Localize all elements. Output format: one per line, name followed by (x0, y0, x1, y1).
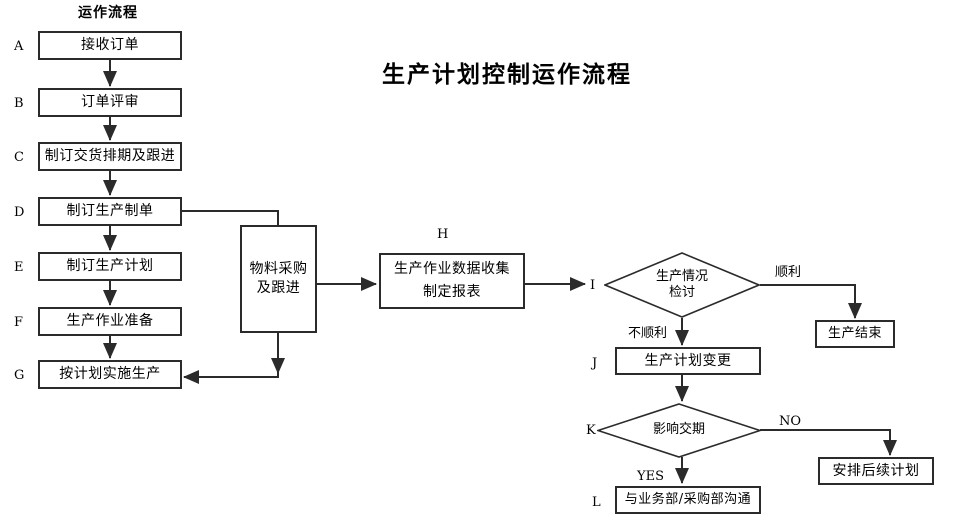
process-box-f[interactable]: 生产作业准备 (38, 307, 182, 336)
edge-label-smooth: 顺利 (775, 265, 802, 280)
decision-k-label: 影响交期 (652, 422, 705, 438)
decision-k-shape (595, 403, 763, 458)
step-tag-c: C (14, 150, 24, 165)
step-tag-h: H (437, 227, 449, 242)
decision-diamond-i[interactable]: 生产情况 检讨 (602, 252, 762, 318)
decision-i-line1: 生产情况 (655, 268, 708, 284)
edge-label-yes: YES (637, 469, 664, 484)
step-tag-b: B (14, 96, 24, 111)
step-tag-a: A (14, 39, 24, 54)
page-title: 生产计划控制运作流程 (382, 62, 632, 88)
decision-k-text: 影响交期 (597, 403, 761, 458)
step-tag-l: L (592, 495, 601, 510)
process-box-g[interactable]: 按计划实施生产 (38, 360, 182, 389)
decision-i-line2: 检讨 (668, 285, 695, 300)
step-tag-k: K (586, 423, 596, 438)
decision-i-text: 生产情况 检讨 (604, 252, 760, 318)
process-box-e[interactable]: 制订生产计划 (38, 252, 182, 281)
decision-i-shape (602, 252, 762, 318)
communication-box-l[interactable]: 与业务部/采购部沟通 (615, 486, 761, 514)
data-collection-line2: 制定报表 (423, 284, 481, 300)
material-procurement-line2: 及跟进 (256, 280, 301, 296)
step-tag-i: I (590, 278, 596, 293)
followup-plan-box[interactable]: 安排后续计划 (818, 457, 934, 485)
process-box-c[interactable]: 制订交货排期及跟进 (38, 142, 182, 171)
process-box-b[interactable]: 订单评审 (38, 88, 182, 117)
data-collection-line1: 生产作业数据收集 (394, 261, 510, 278)
production-end-box[interactable]: 生产结束 (815, 320, 895, 348)
process-box-d[interactable]: 制订生产制单 (38, 197, 182, 226)
edge-label-no: NO (779, 414, 802, 429)
data-collection-box-h[interactable]: 生产作业数据收集 制定报表 (379, 253, 525, 309)
material-procurement-box[interactable]: 物料采购 及跟进 (240, 225, 317, 333)
step-tag-f: F (14, 315, 24, 330)
step-tag-g: G (14, 368, 25, 383)
step-tag-d: D (14, 205, 25, 220)
column-header-operation-flow: 运作流程 (78, 5, 138, 21)
plan-change-box-j[interactable]: 生产计划变更 (615, 347, 761, 375)
edge-label-not-smooth: 不顺利 (628, 326, 668, 341)
decision-diamond-k[interactable]: 影响交期 (595, 403, 763, 458)
step-tag-e: E (14, 260, 24, 275)
process-box-a[interactable]: 接收订单 (38, 31, 182, 60)
material-procurement-line1: 物料采购 (249, 261, 308, 278)
step-tag-j: J (592, 356, 598, 371)
